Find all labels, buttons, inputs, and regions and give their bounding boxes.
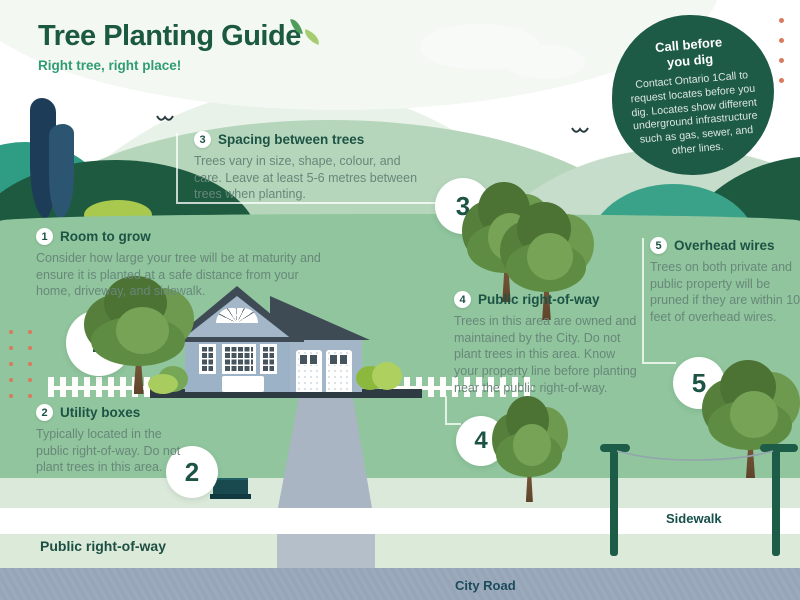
item-3-badge: 3 (194, 131, 211, 148)
tree-trunk (525, 465, 533, 502)
house-eave (170, 337, 304, 342)
tree-room-to-grow (82, 276, 194, 394)
item-1-body: Consider how large your tree will be at … (36, 251, 321, 299)
item-1-title: Room to grow (60, 229, 151, 244)
accent-dot (9, 346, 13, 350)
item-3-title: Spacing between trees (218, 132, 365, 147)
accent-dot (28, 378, 32, 382)
bird-icon (571, 127, 589, 133)
cloud-puff-small (505, 45, 585, 79)
item-spacing-between-trees: 3 Spacing between trees Trees vary in si… (194, 131, 422, 203)
bird-icon (156, 115, 174, 121)
house-base-ground (150, 389, 422, 398)
tree-trunk (502, 261, 511, 302)
sidewalk-strip (0, 508, 800, 534)
utility-pole-right (772, 444, 780, 556)
accent-dot (28, 362, 32, 366)
accent-dot (9, 362, 13, 366)
marker-2-number: 2 (184, 456, 200, 487)
item-utility-boxes: 2 Utility boxes Typically located in the… (36, 404, 186, 476)
item-2-body: Typically located in the public right-of… (36, 427, 181, 475)
item-5-title: Overhead wires (674, 238, 775, 253)
tree-trunk (746, 437, 755, 478)
item-2-badge: 2 (36, 404, 53, 421)
item-public-right-of-way: 4 Public right-of-way Trees in this area… (454, 291, 642, 396)
tree-spacing-front (498, 202, 594, 320)
cypress-tree-light (49, 124, 74, 218)
accent-dot (779, 38, 784, 43)
item-1-badge: 1 (36, 228, 53, 245)
accent-dot (9, 330, 13, 334)
fanlight-window (216, 308, 258, 323)
item-4-body: Trees in this area are owned and maintai… (454, 314, 637, 395)
item-room-to-grow: 1 Room to grow Consider how large your t… (36, 228, 336, 300)
item-3-body: Trees vary in size, shape, colour, and c… (194, 154, 418, 202)
marker-2: 2 (166, 446, 218, 498)
utility-pole-right-crossbar (760, 444, 798, 452)
porch-stoop (222, 376, 264, 392)
leader-line-5 (642, 238, 676, 364)
accent-dot (9, 378, 13, 382)
window-right (260, 344, 277, 374)
marker-5-number: 5 (691, 367, 707, 398)
leader-line-4 (445, 396, 461, 425)
marker-4-number: 4 (474, 427, 488, 454)
item-2-title: Utility boxes (60, 405, 141, 420)
bush-garage-lime (372, 362, 402, 390)
label-public-right-of-way: Public right-of-way (40, 538, 166, 554)
item-5-body: Trees on both private and public propert… (650, 260, 800, 324)
city-road-surface (0, 568, 800, 600)
item-overhead-wires: 5 Overhead wires Trees on both private a… (650, 237, 800, 326)
utility-box-base (210, 494, 251, 499)
garage-door-right (326, 350, 352, 392)
item-4-badge: 4 (454, 291, 471, 308)
boulevard-strip-upper (0, 478, 800, 508)
garage-door-left (296, 350, 322, 392)
driveway-apron (277, 534, 375, 568)
bush-house-left-lime (148, 374, 178, 394)
window-left (199, 344, 216, 374)
label-city-road: City Road (455, 578, 516, 593)
boulevard-strip-lower (0, 534, 800, 568)
page-subtitle: Right tree, right place! (38, 58, 182, 73)
tree-overhead-wires (700, 360, 800, 478)
accent-dot (779, 58, 784, 63)
callout-title: Call before you dig (654, 34, 723, 70)
item-4-title: Public right-of-way (478, 292, 600, 307)
tree-trunk (133, 353, 144, 394)
picket-fence-left (48, 377, 178, 397)
utility-pole-left (610, 444, 618, 556)
leader-line-3 (176, 133, 439, 204)
utility-box (213, 478, 248, 497)
accent-dot (28, 346, 32, 350)
accent-dot (779, 18, 784, 23)
accent-dot (9, 394, 13, 398)
accent-dot (28, 394, 32, 398)
tree-trunk (542, 279, 551, 320)
call-before-you-dig-circle: Call before you dig Contact Ontario 1Cal… (612, 15, 774, 175)
window-center (222, 344, 256, 374)
label-sidewalk: Sidewalk (666, 511, 722, 526)
callout-body: Contact Ontario 1Call to request locates… (630, 69, 759, 158)
tree-right-of-way (490, 396, 568, 502)
page-title: Tree Planting Guide (38, 20, 301, 52)
item-5-badge: 5 (650, 237, 667, 254)
accent-dot (28, 330, 32, 334)
accent-dot (779, 78, 784, 83)
utility-pole-left-crossbar (600, 444, 630, 452)
